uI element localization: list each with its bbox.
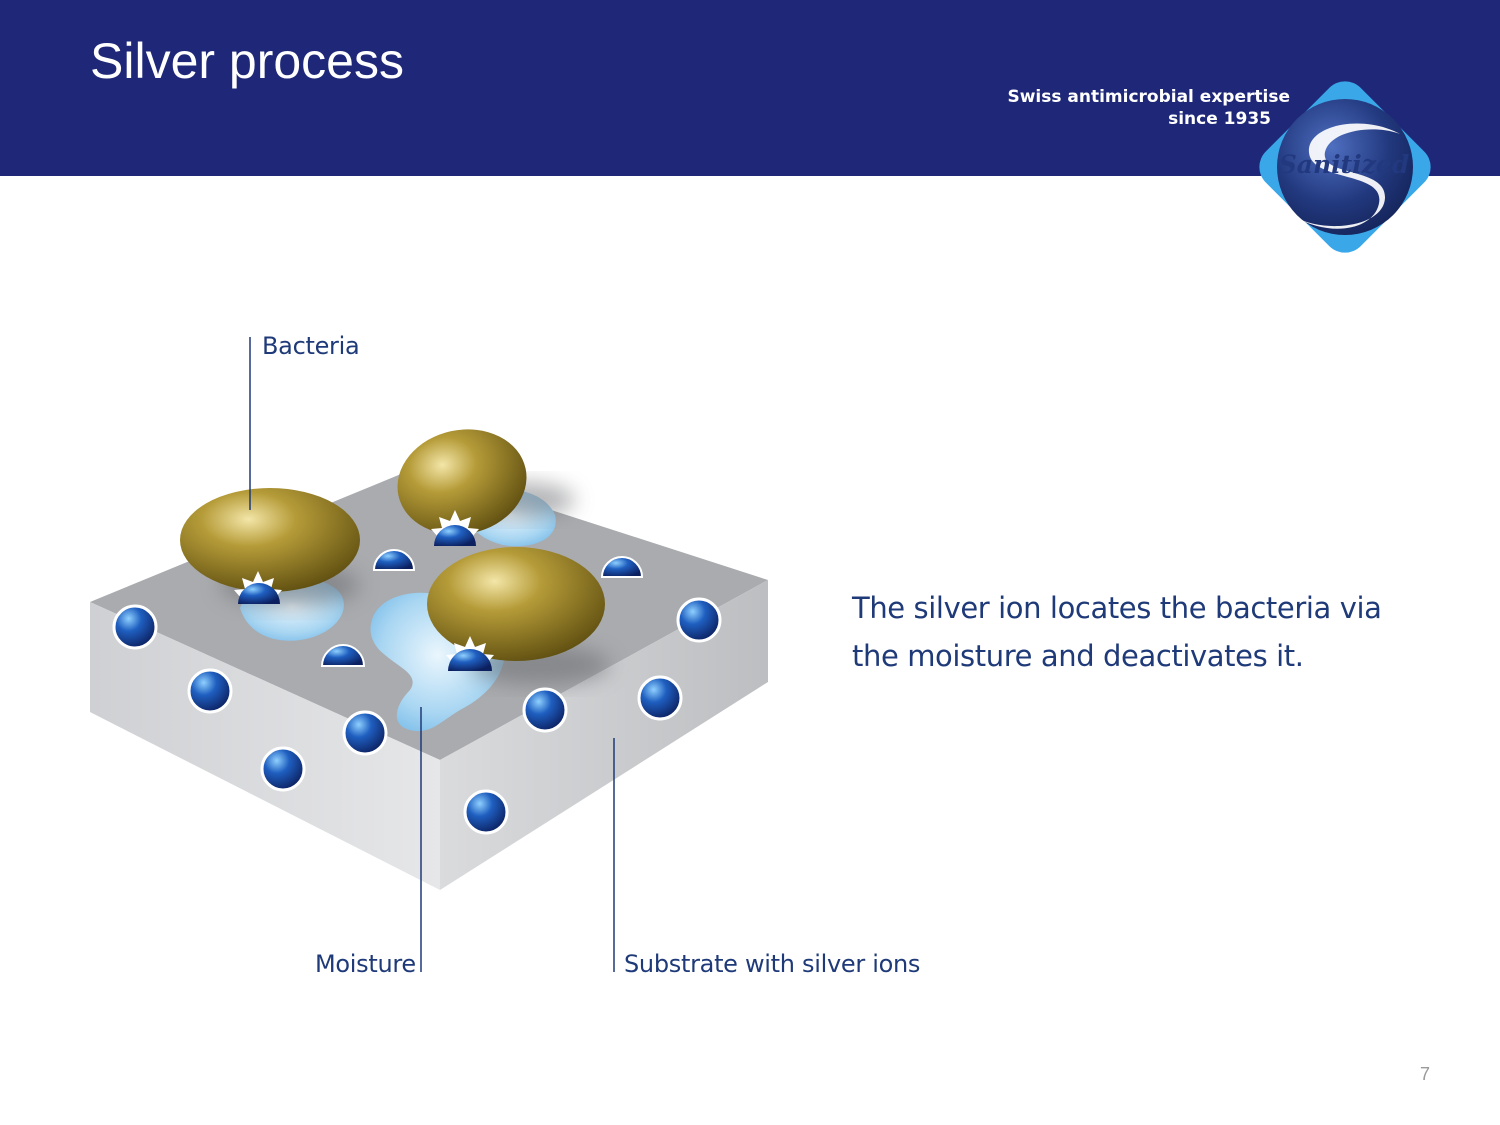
substrate-front-face [90,602,440,890]
substrate-label: Substrate with silver ions [624,950,921,978]
sanitized-logo: Sanitized [1259,81,1431,253]
tagline-line-2: since 1935 [1168,109,1271,129]
bacterium-3 [427,547,605,661]
silver-ion [342,710,388,756]
reaction-burst [431,510,479,546]
page-number: 7 [1420,1064,1431,1084]
slide-header [0,0,1500,176]
silver-process-diagram [90,337,768,972]
reacting-silver-ions [234,510,494,671]
bacteria-label: Bacteria [262,332,360,360]
silver-ion [260,746,306,792]
silver-ion [320,644,366,667]
silver-ion [372,549,416,571]
embedded-silver-ions [112,597,722,835]
silver-ion [600,556,644,578]
slide-title: Silver process [90,33,404,89]
reaction-burst [446,636,494,671]
logo-text: Sanitized [1279,150,1410,179]
bacterium-2 [397,429,527,535]
silver-ion [637,675,683,721]
silver-ion [187,668,233,714]
silver-ion [463,789,509,835]
process-caption: The silver ion locates the bacteria via … [852,591,1382,673]
substrate-right-face [440,580,768,890]
reaction-burst [234,571,282,604]
moisture-label: Moisture [315,950,416,978]
bacterium-1 [180,488,360,592]
silver-ion [522,687,568,733]
silver-ion [676,597,722,643]
silver-ion [112,604,158,650]
brand-tagline: Swiss antimicrobial expertise since 1935 [1007,86,1290,130]
tagline-line-1: Swiss antimicrobial expertise [1007,87,1290,107]
surface-silver-ions [320,549,644,667]
